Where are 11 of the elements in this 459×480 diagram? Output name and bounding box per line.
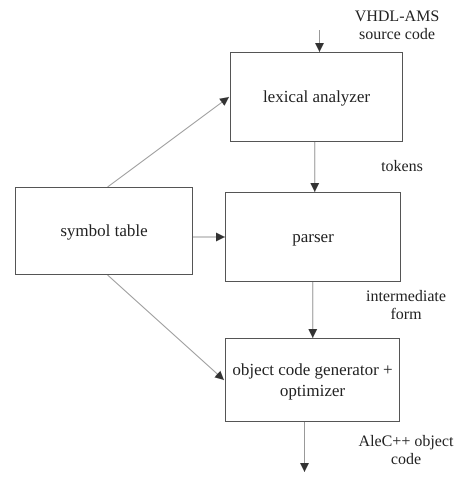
arrow xyxy=(315,30,324,52)
process-box: symbol table xyxy=(15,187,193,275)
process-box: object code generator + optimizer xyxy=(225,338,400,422)
process-box: lexical analyzer xyxy=(230,52,403,142)
arrow xyxy=(107,274,224,380)
arrow xyxy=(308,282,318,338)
arrow xyxy=(107,96,230,188)
process-box: parser xyxy=(225,192,401,282)
arrow xyxy=(192,232,226,242)
arrow xyxy=(300,422,309,472)
arrow xyxy=(310,142,320,192)
